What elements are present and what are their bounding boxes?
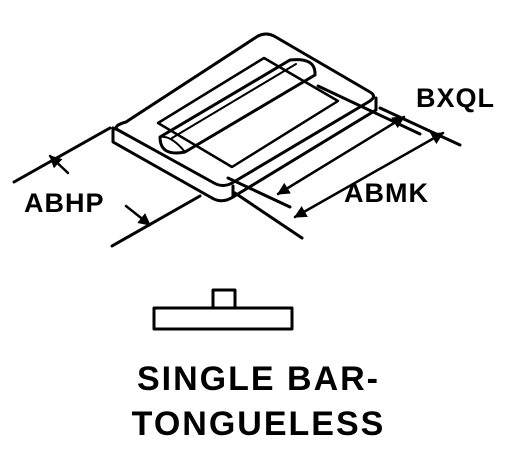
ext-line-abhp-top (12, 126, 112, 184)
ext-line-abhp-bottom (110, 194, 202, 248)
plate-edge-left-top (111, 126, 120, 132)
ext-line-mid (226, 176, 292, 209)
single-bar (158, 58, 317, 155)
single-bar-end (159, 135, 186, 153)
dim-arrow-abhp-upper (48, 154, 70, 175)
single-bar-highlight (171, 63, 297, 139)
plate-top-outline (114, 32, 375, 187)
label-bxql: BXQL (416, 83, 496, 113)
caption-line-1: SINGLE BAR- (137, 360, 380, 398)
ext-line-right-top (378, 106, 462, 147)
dim-arrow-abhp-lower (124, 204, 152, 227)
dim-arrow-abmk (276, 115, 406, 196)
ext-line-bottom (233, 191, 304, 240)
plate-inner-slot (156, 56, 340, 169)
ext-line-bar-end (316, 84, 422, 136)
caption-line-2: TONGUELESS (131, 405, 386, 443)
plate-edge-corner (210, 184, 235, 203)
plate-edge-left (111, 126, 214, 200)
profile-bar (211, 288, 237, 310)
label-abhp: ABHP (24, 188, 105, 218)
label-abmk: ABMK (344, 178, 429, 208)
profile-base (152, 306, 294, 331)
